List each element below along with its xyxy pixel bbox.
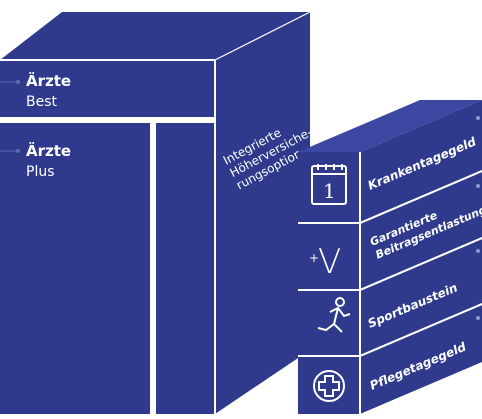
leader-dot (16, 80, 20, 84)
calendar-icon: 1 (311, 164, 347, 205)
aerzte-best-title: Ärzte (26, 71, 71, 90)
module-front (298, 224, 360, 289)
module-side (360, 239, 482, 355)
module-dot (476, 249, 480, 253)
module-front (298, 291, 360, 355)
divider (214, 11, 311, 61)
medical-cross-icon (313, 370, 345, 402)
main-block-front (0, 60, 215, 414)
module-side (360, 172, 482, 289)
main-block-top (0, 12, 310, 60)
module-side (360, 305, 482, 414)
module-dot (476, 116, 480, 120)
module-side (360, 100, 482, 222)
leader-dot (16, 149, 20, 153)
module-top (298, 100, 482, 152)
module-dot (476, 316, 480, 320)
module-divider (359, 170, 482, 224)
runner-icon (317, 297, 351, 333)
calendar-icon-number: 1 (323, 179, 336, 203)
aerzte-plus-sub: Plus (26, 164, 55, 180)
svg-text:+: + (309, 251, 319, 265)
module-divider (359, 237, 482, 291)
module-stack (298, 100, 482, 414)
v-letter: V (318, 242, 341, 282)
module-divider (359, 303, 482, 357)
plus-v-icon: + V (309, 242, 341, 282)
module-front (298, 357, 360, 414)
main-block-side (215, 12, 310, 414)
module-dot (476, 184, 480, 188)
aerzte-plus-title: Ärzte (26, 141, 71, 160)
aerzte-best-sub: Best (26, 94, 58, 110)
